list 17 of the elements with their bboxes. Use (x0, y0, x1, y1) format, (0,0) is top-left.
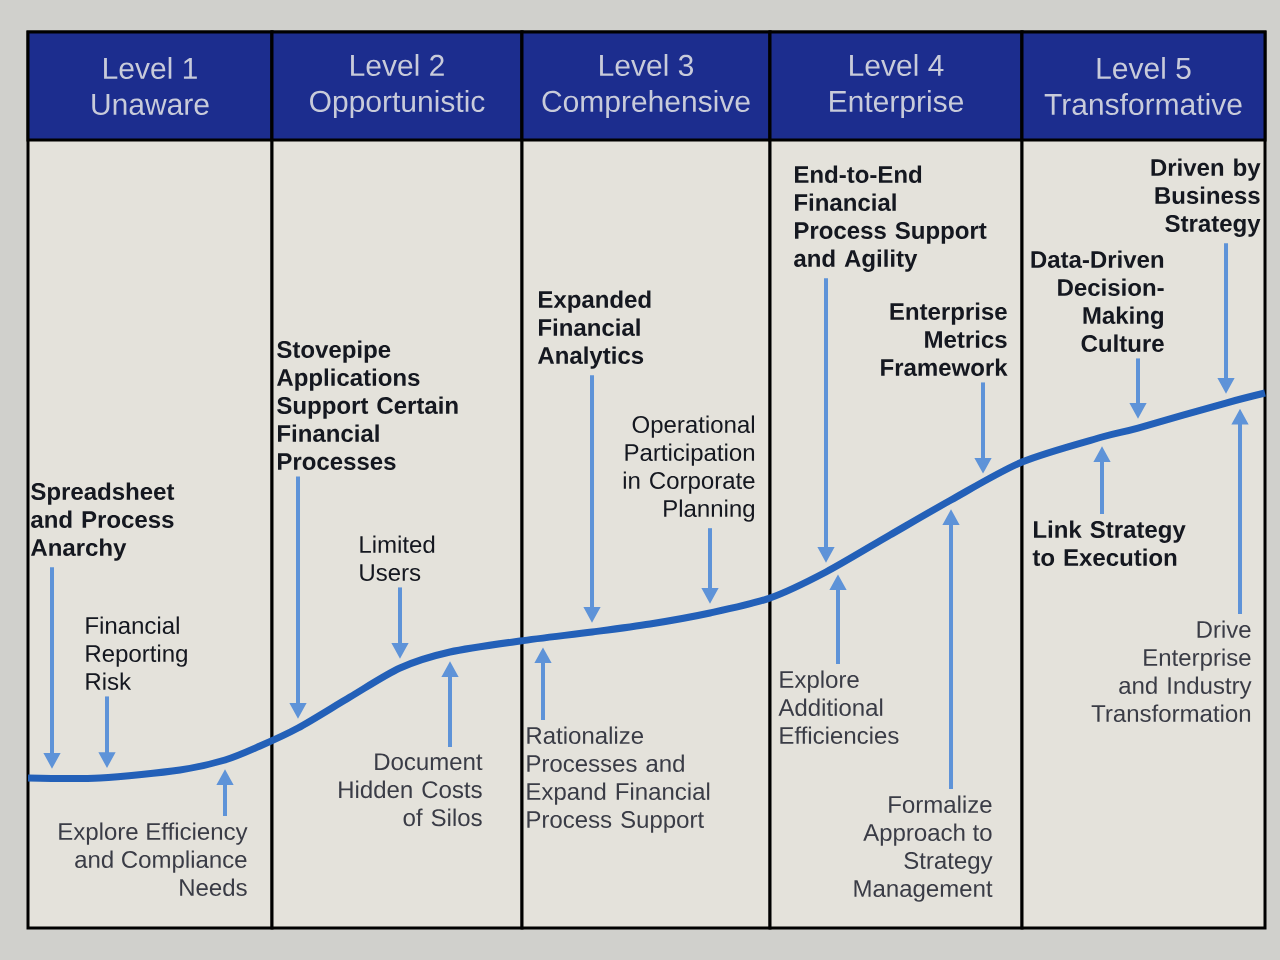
annotation-text: Data-Driven Decision-Making Culture (1031, 250, 1164, 352)
annotation-text: Enterprise Metrics Framework (881, 302, 1008, 376)
annotation-text: End-to-End Financial Process Support and Agility (794, 165, 987, 272)
annotation-text: Stovepipe Applications Support Certain Financial Processes (277, 340, 458, 470)
annotation-text: Explore Additional Efficiencies (778, 670, 899, 744)
annotation-text: Driven by Business Strategy (1151, 158, 1261, 237)
annotation-text: Expanded Financial Analytics (538, 290, 651, 369)
annotation-text: Financial Reporting Risk (86, 616, 187, 690)
annotation-text: Rationalize Processes and Expand Financial Process Support (527, 726, 710, 833)
annotation-text: Drive Enterprise and Industry Transformation (1091, 620, 1252, 722)
annotation-text: Operational Participation in Corporate Planning (623, 415, 755, 522)
annotation-text: Limited Users (360, 535, 435, 581)
annotation-text: Link Strategy to Execution (1032, 520, 1186, 566)
annotation-text: Explore Efficiency and Compliance Needs (59, 822, 248, 896)
annotation-text: Document Hidden Costs of Silos (339, 753, 483, 827)
annotation-text: Spreadsheet and Process Anarchy (31, 482, 175, 561)
annotation-text: Formalize Approach to Strategy Management (854, 795, 993, 902)
